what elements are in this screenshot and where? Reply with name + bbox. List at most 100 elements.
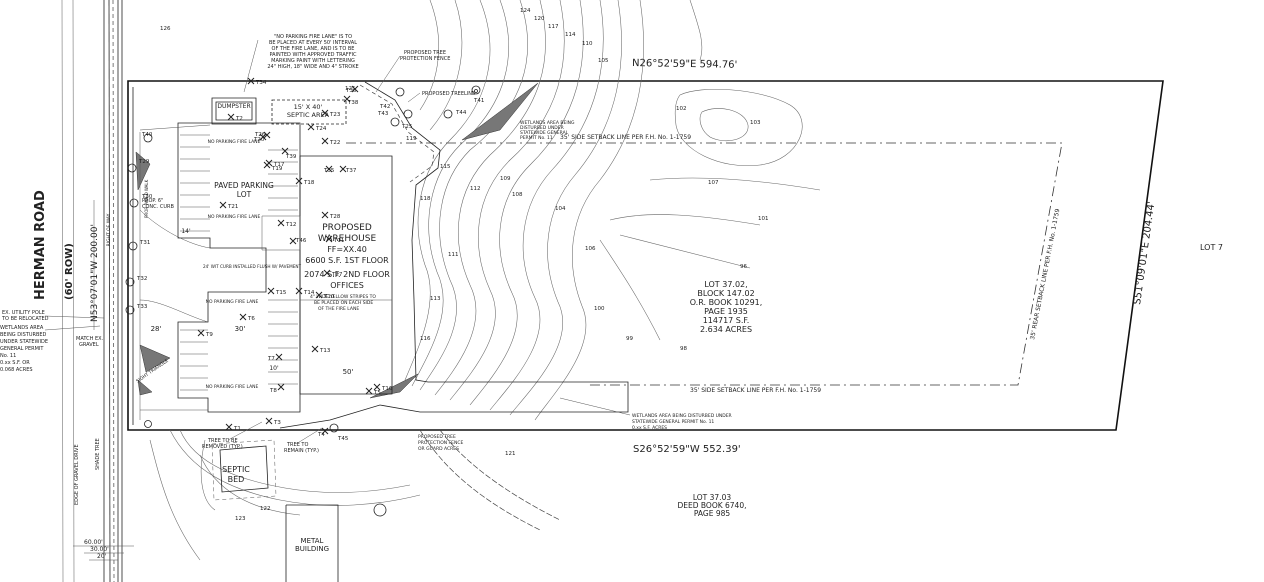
treeline-label: PROPOSED TREELINE (422, 91, 475, 97)
contour-label-100: 100 (594, 306, 605, 312)
septic-area-l2: SEPTIC AREA (287, 111, 330, 119)
treeline (279, 81, 629, 429)
tree-label-t18: T18 (303, 180, 315, 186)
tree-label-t11: T11 (333, 238, 344, 244)
wet-south-l1: WETLANDS AREA BEING DISTURBED UNDER (632, 413, 732, 419)
tree-t39: T39 (281, 147, 297, 160)
warehouse-building: PROPOSED WAREHOUSE FF=XX.40 6600 S.F. 1S… (261, 155, 393, 395)
tree-label-t4: T4 (317, 432, 325, 438)
parking-stalls (180, 134, 298, 391)
tree-t42: T42 (379, 87, 405, 110)
setback-lines: 35' SIDE SETBACK LINE PER F.H. No. 1-175… (346, 134, 1063, 394)
south-bearing: S26°52'59"W 552.39' (633, 444, 741, 455)
warehouse-label: PROPOSED WAREHOUSE FF=XX.40 6600 S.F. 1S… (304, 223, 390, 290)
tree-t44: T44 (443, 109, 467, 119)
wet-north-l1: WETLANDS AREA BEING (520, 120, 575, 126)
lot-info: LOT 37.02, BLOCK 147.02 O.R. BOOK 10291,… (690, 280, 763, 334)
fire-sign-l6: 24" HIGH, 18" WIDE AND 4" STROKE (267, 64, 358, 70)
match-gravel-l1: MATCH EX. (76, 336, 104, 342)
paved-walk-label: PROP. PAVED WALK (144, 179, 149, 218)
septic-bed: SEPTIC BED (211, 439, 277, 501)
contour-label-98: 98 (680, 346, 687, 352)
stripe-note-l1: 4" WIDE YELLOW STRIPES TO (310, 294, 376, 300)
tree-label-t39: T39 (285, 154, 297, 160)
lot7-label: LOT 7 (1200, 243, 1223, 252)
fire-sign-l1: "NO PARKING FIRE LANE" IS TO (274, 34, 352, 40)
conc-curb-l2: CONC. CURB (142, 204, 174, 210)
warehouse-l1: PROPOSED (322, 223, 372, 233)
tree-t12: T12 (277, 219, 296, 228)
lot-info-l5: 114717 S.F. (703, 316, 750, 325)
left-wetlands-l1: WETLANDS AREA (0, 325, 44, 331)
tree-t37: T37 (339, 165, 357, 174)
tree-t27: T27 (323, 269, 343, 278)
tree-label-t7: T7 (267, 356, 275, 362)
lot-info-l6: 2.634 ACRES (700, 325, 752, 334)
herman-road: HERMAN ROAD (60' ROW) N53°07'01"W 200.00… (33, 0, 123, 582)
tree-label-t28: T28 (329, 214, 341, 220)
dim-10: 10' (269, 365, 279, 372)
contour-label-103: 103 (750, 120, 761, 126)
dim-20: 20' (97, 553, 107, 560)
tree-fence-l2: PROTECTION FENCE (400, 56, 450, 62)
right-of-way-label: RIGHT OF WAY (106, 213, 112, 246)
tree-t22: T22 (321, 137, 340, 146)
tree-label-t19: T19 (271, 166, 283, 172)
dim-28: 28' (151, 325, 162, 333)
tree-label-t43: T43 (377, 111, 389, 117)
tree-t10: T10 (315, 291, 335, 300)
warehouse-l6: OFFICES (330, 281, 364, 290)
dim-60: 60.00' (84, 539, 103, 546)
parking-labels: PAVED PARKING LOT DUMPSTER 15' X 40' SEP… (106, 103, 353, 390)
setback-south: 35' SIDE SETBACK LINE PER F.H. No. 1-175… (690, 387, 821, 394)
left-wetlands-l7: 0.068 ACRES (0, 367, 33, 373)
contour-label-118: 118 (420, 196, 431, 202)
corner-marker-nw (144, 420, 152, 428)
left-wetlands-l4: GENERAL PERMIT (0, 346, 44, 352)
lot-info-l4: PAGE 1935 (704, 307, 748, 316)
tree-t45: T45 (329, 423, 349, 442)
left-wetlands-note: EX. UTILITY POLE TO BE RELOCATED WETLAND… (0, 310, 105, 373)
tree-t15: T15 (267, 287, 287, 296)
contour-label-111: 111 (448, 252, 459, 258)
tree-label-t13: T13 (319, 348, 331, 354)
dumpster-label: DUMPSTER (217, 103, 250, 110)
tree-t14: T14 (295, 287, 315, 296)
tree-label-t24: T24 (315, 126, 327, 132)
tree-label-t21: T21 (227, 204, 238, 210)
tree-label-t32: T32 (136, 276, 147, 282)
tree-remove-l1: TREE TO BE (207, 438, 238, 444)
lot-info-l2: BLOCK 147.02 (697, 289, 754, 298)
tree-t25: T25 (390, 117, 413, 130)
road-dimensions: 60.00' 30.00' 20' EDGE OF GRAVEL DRIVE S… (73, 438, 134, 561)
road-row: (60' ROW) (64, 243, 75, 300)
tree-label-t31: T31 (139, 240, 150, 246)
tree-label-t17: T17 (273, 162, 285, 168)
fence-south-l2: PROTECTION FENCE (418, 440, 463, 446)
tree-t24: T24 (307, 123, 327, 132)
match-gravel-l2: GRAVEL (79, 342, 99, 348)
tree-t20: T20 (253, 133, 267, 143)
north-bearing: N26°52'59"E 594.76' (632, 58, 737, 71)
fence-south-note: PROPOSED TREE PROTECTION FENCE OR GUARD … (418, 434, 463, 452)
tree-label-t38: T38 (347, 100, 359, 106)
dim-30b: 30' (235, 325, 246, 333)
conc-curb-l1: PROP. 6" (142, 198, 163, 204)
lot-info-l1: LOT 37.02, (704, 280, 747, 289)
manhole-symbol (373, 503, 387, 517)
left-wetlands-l6: 0.xx S.F. OR (0, 360, 30, 366)
fire-lane-1: NO PARKING FIRE LANE (208, 139, 261, 145)
lot-south-l3: PAGE 985 (694, 509, 731, 518)
gravel-drive-label: EDGE OF GRAVEL DRIVE (74, 444, 80, 505)
contour-label-106: 106 (585, 246, 596, 252)
paved-parking-l1: PAVED PARKING (214, 181, 274, 190)
fire-lane-4: NO PARKING FIRE LANE (206, 384, 259, 390)
contour-label-104: 104 (555, 206, 566, 212)
wet-south-l3: 0.xx S.F. ACRES (632, 425, 667, 431)
tree-t46: T46 (289, 237, 307, 245)
shade-tree-label: SHADE TREE (95, 438, 101, 470)
fire-sign-l5: MARKING PAINT WITH LETTERING (271, 58, 355, 64)
contour-label-109: 109 (500, 176, 511, 182)
contour-label-99: 99 (626, 336, 633, 342)
